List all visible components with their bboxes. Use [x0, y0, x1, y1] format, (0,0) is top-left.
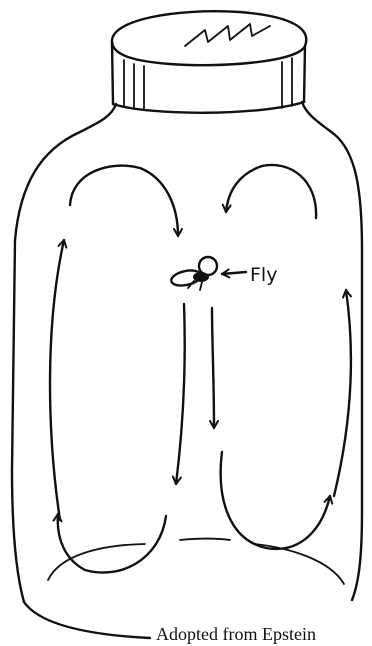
arrow-right-bottom-loop [221, 452, 330, 549]
arrow-right-top-loop [226, 165, 316, 218]
jar-cap [112, 11, 306, 113]
arrow-right-side-up [334, 290, 351, 496]
fly-icon [170, 257, 217, 290]
arrow-left-side-up [50, 240, 64, 520]
arrow-left-top-loop [70, 166, 178, 236]
fly-pointer-arrow [222, 272, 246, 274]
arrow-left-bottom-loop [58, 514, 166, 573]
fly-label: Fly [250, 264, 277, 286]
credit-caption: Adopted from Epstein [156, 624, 316, 644]
arrow-center-right-down [212, 308, 214, 428]
air-flow-arrows [50, 165, 351, 573]
jar-body [12, 102, 362, 638]
arrow-center-left-down [176, 304, 185, 484]
